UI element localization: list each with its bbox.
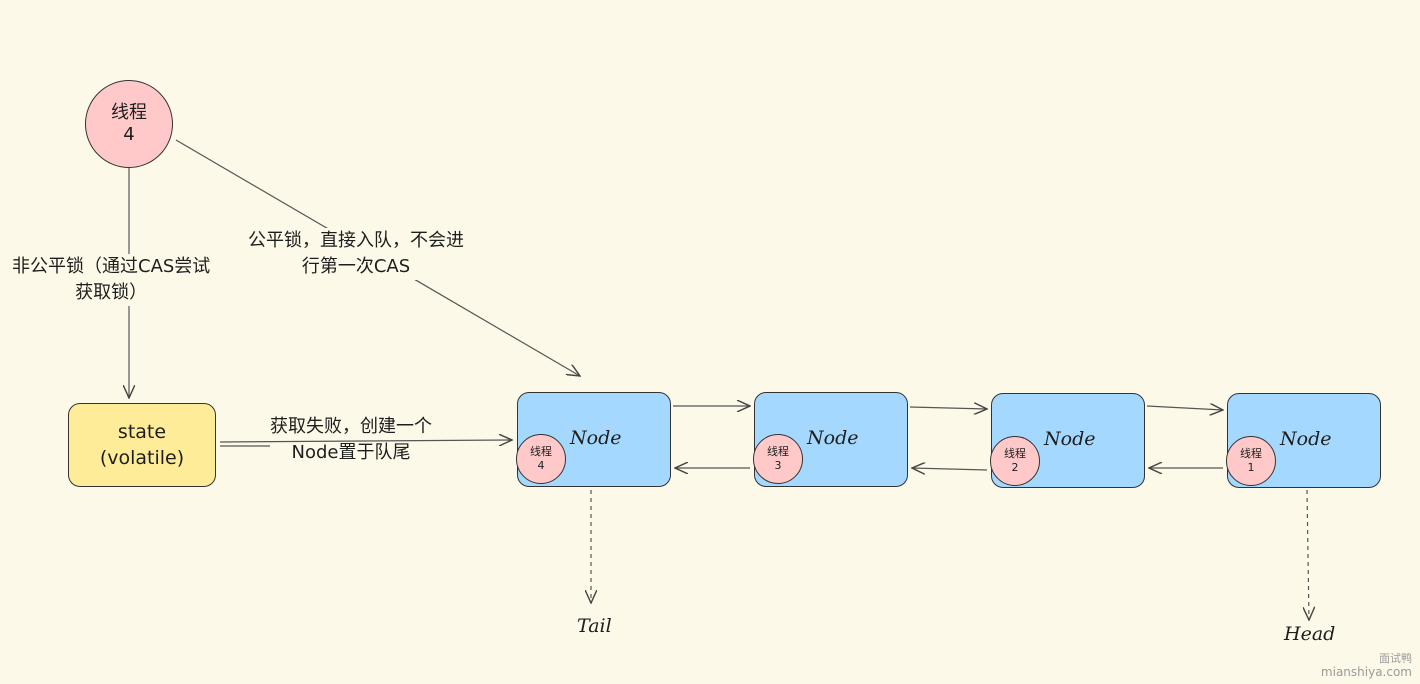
unfair-line1: 非公平锁（通过CAS尝试 (12, 256, 211, 277)
watermark-cn: 面试鸭 (1379, 652, 1412, 665)
unfair-lock-label: 非公平锁（通过CAS尝试 获取锁） (12, 254, 211, 306)
fair-line1: 公平锁，直接入队，不会进 (248, 230, 464, 251)
arrow-state-to-node (219, 440, 512, 442)
thread-label: 线程 (1240, 447, 1262, 460)
node-label: Node (1044, 428, 1096, 450)
thread-number: 2 (1011, 461, 1019, 474)
fail-label: 获取失败，创建一个 Node置于队尾 (270, 414, 432, 466)
thread-label: 线程 (1004, 447, 1026, 460)
arrow-prev-2 (912, 468, 988, 470)
head-label: Head (1284, 623, 1336, 645)
arrow-next-3 (1146, 406, 1223, 410)
fail-line2: Node置于队尾 (291, 442, 411, 463)
fair-line2: 行第一次CAS (301, 256, 411, 277)
fair-lock-label: 公平锁，直接入队，不会进 行第一次CAS (248, 228, 464, 280)
fail-line1: 获取失败，创建一个 (270, 416, 432, 437)
tail-label: Tail (577, 615, 612, 637)
node-label: Node (1280, 428, 1332, 450)
node-label: Node (570, 427, 622, 449)
thread-number: 4 (537, 459, 545, 472)
thread-number: 4 (123, 124, 135, 145)
arrow-head (1307, 489, 1309, 620)
thread-number: 1 (1247, 461, 1255, 474)
state-volatile: (volatile) (99, 447, 185, 469)
thread-number: 3 (774, 459, 782, 472)
thread-label: 线程 (767, 445, 789, 458)
node-label: Node (807, 427, 859, 449)
watermark-url: mianshiya.com (1320, 665, 1412, 679)
thread-4-circle: 线程 4 (85, 80, 173, 168)
state-label: state (117, 421, 167, 443)
arrow-next-2 (909, 407, 987, 409)
state-box: state (volatile) (68, 403, 216, 487)
thread-label: 线程 (111, 102, 147, 123)
unfair-line2: 获取锁） (75, 282, 148, 303)
thread-label: 线程 (530, 445, 552, 458)
